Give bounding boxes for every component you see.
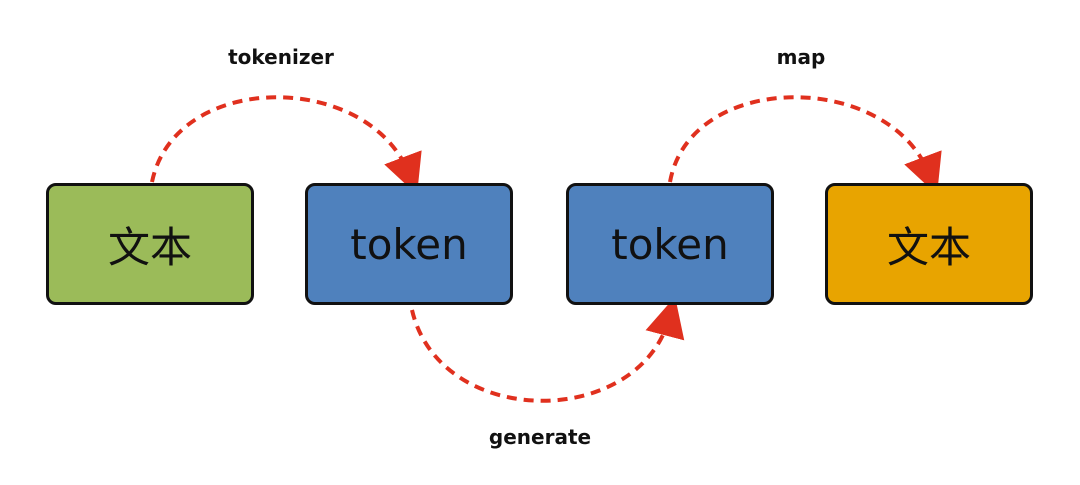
- edge-tokenizer: [150, 95, 422, 195]
- edge-label-tokenizer: tokenizer: [228, 45, 334, 69]
- edge-label-generate: generate: [488, 425, 592, 449]
- edge-generate: [410, 296, 685, 403]
- node-token-b-label: token: [611, 219, 729, 269]
- node-text-in-label: 文本: [107, 222, 192, 272]
- edge-label-map: map: [776, 45, 826, 69]
- node-token-b: token: [566, 183, 774, 305]
- node-text-out-label: 文本: [886, 222, 971, 272]
- node-token-a: token: [305, 183, 513, 305]
- edge-map: [668, 95, 942, 195]
- node-token-a-label: token: [350, 219, 468, 269]
- node-text-out: 文本: [825, 183, 1033, 305]
- node-text-in: 文本: [46, 183, 254, 305]
